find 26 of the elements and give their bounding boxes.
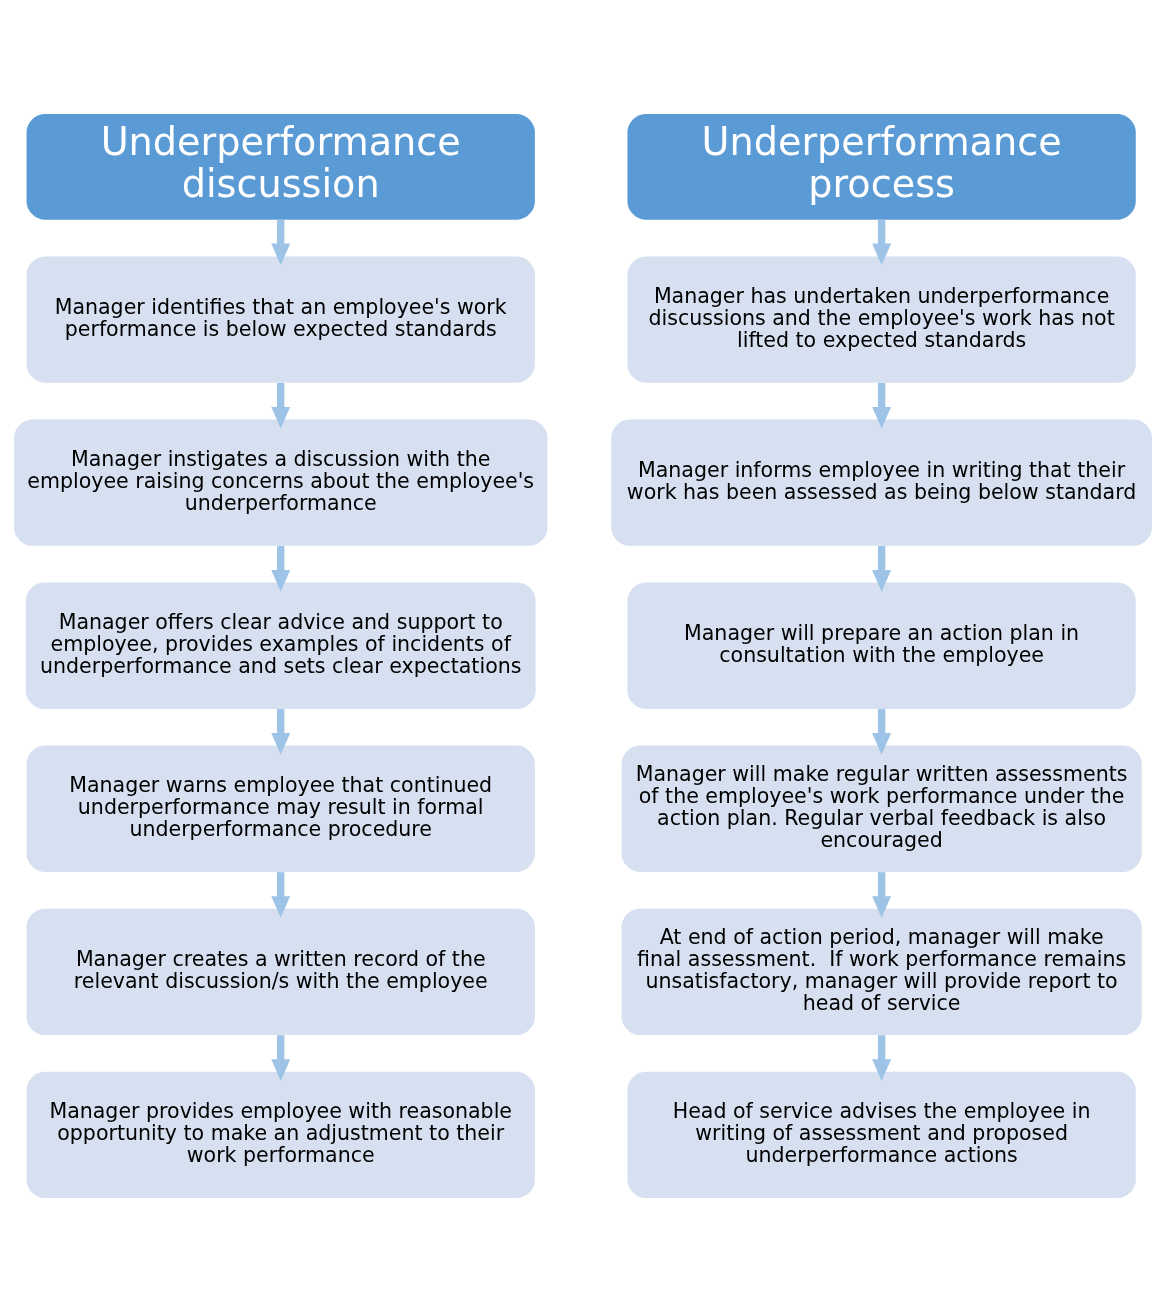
- node-box: Manager instigates a discussion with the employee raising concerns about the employee's underperformance: [14, 418, 548, 546]
- node-box: Manager creates a written record of the relevant discussion/s with the employee: [26, 908, 535, 1035]
- node-box: Manager has undertaken underperformance discussions and the employee's work has not lifted to expected standards: [627, 255, 1136, 383]
- arrow: [271, 1034, 291, 1081]
- arrow: [271, 708, 291, 755]
- node-box: Manager provides employee with reasonable opportunity to make an adjustment to their work performance: [26, 1071, 535, 1198]
- arrow: [872, 219, 892, 265]
- arrow: [271, 545, 291, 592]
- node-box: Manager will prepare an action plan in consultation with the employee: [627, 582, 1136, 709]
- node-box: Underperformance process: [627, 113, 1136, 220]
- node-box: Manager offers clear advice and support to employee, provides examples of incidents of underperformance and sets clear expectations: [25, 582, 536, 709]
- arrow: [271, 871, 291, 918]
- node-box: At end of action period, manager will make final assessment. If work performance remains unsatisfactory, manager will provide report to head of service: [621, 908, 1142, 1035]
- arrow: [872, 871, 892, 918]
- node-box: Head of service advises the employee in writing of assessment and proposed underperformance actions: [627, 1071, 1136, 1198]
- node-box: Manager warns employee that continued underperformance may result in formal underperformance procedure: [26, 745, 535, 872]
- node-box: Underperformance discussion: [26, 113, 535, 220]
- arrow: [271, 219, 291, 265]
- arrow: [872, 545, 892, 592]
- arrow: [271, 382, 291, 429]
- arrow: [872, 1034, 892, 1081]
- arrow: [872, 382, 892, 429]
- node-box: Manager will make regular written assessments of the employee's work performance under the action plan. Regular verbal feedback is also encouraged: [621, 745, 1142, 872]
- node-box: Manager informs employee in writing that their work has been assessed as being below standard: [611, 418, 1152, 546]
- node-box: Manager identifies that an employee's work performance is below expected standards: [26, 255, 535, 383]
- arrow: [872, 708, 892, 755]
